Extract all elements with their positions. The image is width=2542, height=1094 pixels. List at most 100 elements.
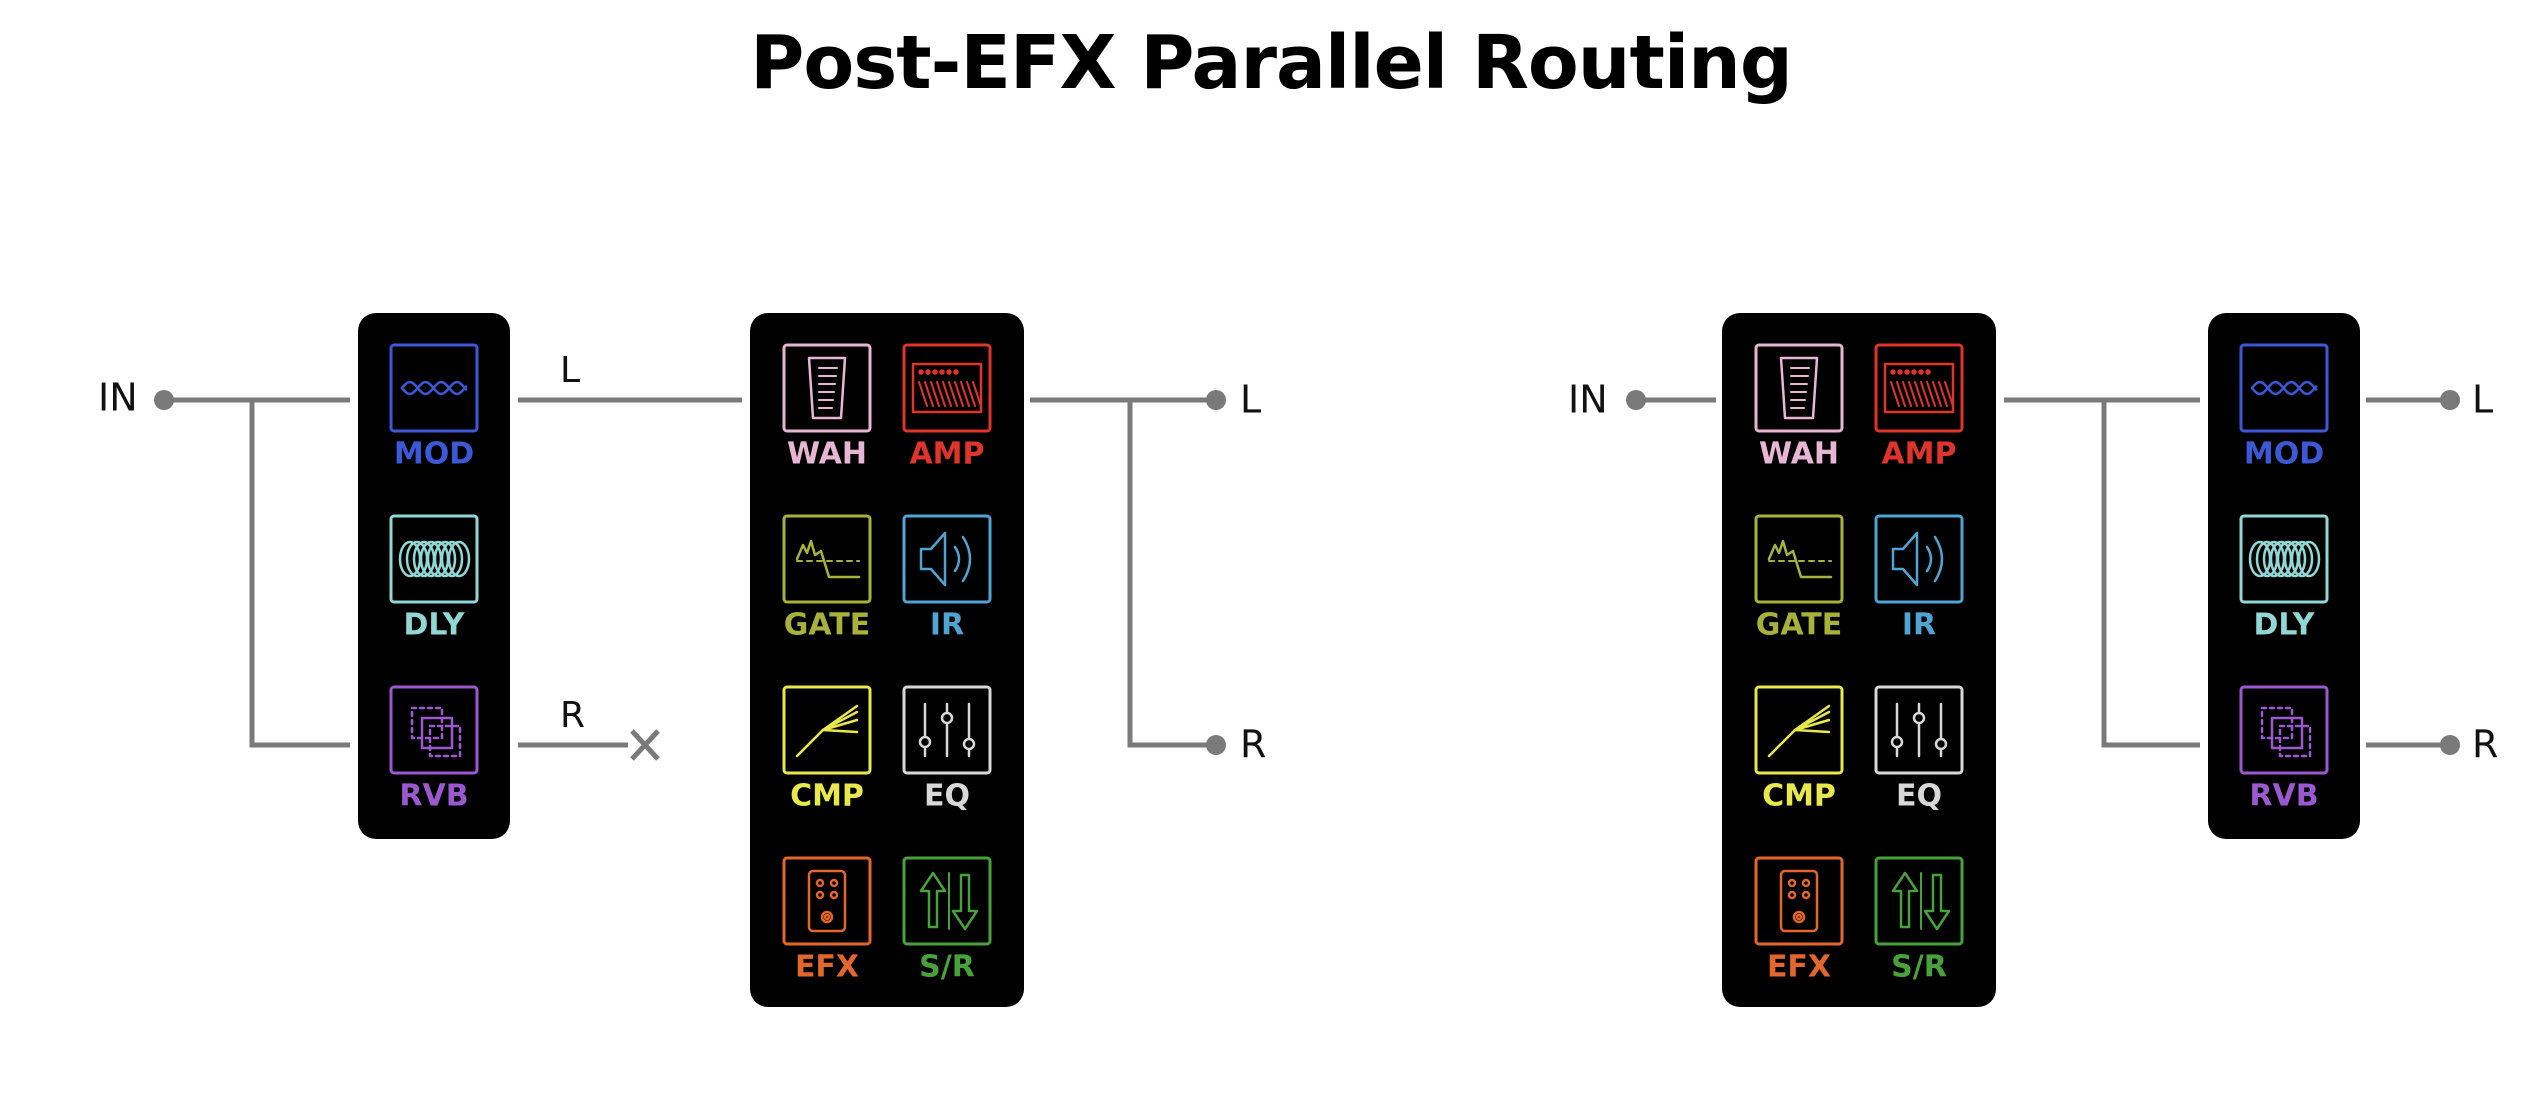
block-label: S/R xyxy=(919,950,975,985)
block-frame xyxy=(1874,514,1964,604)
processing-grid-left xyxy=(750,313,1024,1007)
block-efx[interactable]: EFX xyxy=(782,856,872,985)
block-label: CMP xyxy=(1762,779,1836,814)
block-label: RVB xyxy=(399,779,468,814)
signal-wire xyxy=(1127,400,1216,748)
block-amp[interactable]: AMP xyxy=(1874,343,1964,472)
branch-label-r: R xyxy=(560,695,585,736)
block-gate[interactable]: GATE xyxy=(1754,514,1844,643)
block-mod[interactable]: MOD xyxy=(2239,343,2329,472)
input-jack xyxy=(154,390,174,410)
block-frame xyxy=(782,343,872,433)
speaker-icon xyxy=(919,531,972,587)
compressor-curve-icon xyxy=(795,704,859,758)
processing-grid-right xyxy=(1722,313,1996,1007)
branch-label-l: L xyxy=(560,350,580,391)
block-label: MOD xyxy=(2244,437,2324,472)
block-label: RVB xyxy=(2249,779,2318,814)
block-mod[interactable]: MOD xyxy=(389,343,479,472)
block-frame xyxy=(1874,856,1964,946)
eq-sliders-icon xyxy=(918,702,976,758)
block-eq[interactable]: EQ xyxy=(1874,685,1964,814)
block-gate[interactable]: GATE xyxy=(782,514,872,643)
block-label: IR xyxy=(1902,608,1936,643)
block-label: MOD xyxy=(394,437,474,472)
compressor-curve-icon xyxy=(1767,704,1831,758)
gate-curve-icon xyxy=(1767,539,1833,579)
output-label-r: R xyxy=(2472,723,2498,767)
page-title: Post-EFX Parallel Routing xyxy=(750,20,1793,106)
block-frame xyxy=(902,856,992,946)
block-label: IR xyxy=(930,608,964,643)
amp-cabinet-icon xyxy=(911,362,983,414)
speaker-icon xyxy=(1891,531,1944,587)
mod-wave-icon xyxy=(400,380,468,396)
block-frame xyxy=(1754,856,1844,946)
block-wah[interactable]: WAH xyxy=(1754,343,1844,472)
block-frame xyxy=(1754,343,1844,433)
delay-coil-icon xyxy=(398,540,471,578)
block-label: S/R xyxy=(1891,950,1947,985)
block-label: WAH xyxy=(787,437,867,472)
signal-wire xyxy=(249,400,350,748)
signal-wire xyxy=(2101,400,2200,748)
block-label: GATE xyxy=(784,608,870,643)
block-cmp[interactable]: CMP xyxy=(782,685,872,814)
block-dly[interactable]: DLY xyxy=(2239,514,2329,643)
close-icon xyxy=(630,729,660,761)
block-frame xyxy=(782,856,872,946)
output-label-l: L xyxy=(2472,378,2493,422)
output-jack-r xyxy=(1206,735,1226,755)
output-label-l: L xyxy=(1240,378,1261,422)
block-label: CMP xyxy=(790,779,864,814)
block-frame xyxy=(2239,685,2329,775)
mod-wave-icon xyxy=(2250,380,2318,396)
block-label: AMP xyxy=(909,437,984,472)
delay-coil-icon xyxy=(2248,540,2321,578)
efx-pedal-icon xyxy=(1779,869,1819,933)
block-label: GATE xyxy=(1756,608,1842,643)
block-eq[interactable]: EQ xyxy=(902,685,992,814)
block-frame xyxy=(1754,514,1844,604)
reverb-squares-icon xyxy=(2260,706,2312,758)
input-label: IN xyxy=(98,376,138,420)
output-label-r: R xyxy=(1240,723,1266,767)
block-ir[interactable]: IR xyxy=(902,514,992,643)
block-cmp[interactable]: CMP xyxy=(1754,685,1844,814)
block-label: DLY xyxy=(403,608,465,643)
block-ir[interactable]: IR xyxy=(1874,514,1964,643)
block-sr[interactable]: S/R xyxy=(902,856,992,985)
block-label: EFX xyxy=(1767,950,1831,985)
block-label: AMP xyxy=(1881,437,1956,472)
wah-pedal-icon xyxy=(807,356,847,420)
gate-curve-icon xyxy=(795,539,861,579)
efx-pedal-icon xyxy=(807,869,847,933)
block-frame xyxy=(389,685,479,775)
block-rvb[interactable]: RVB xyxy=(2239,685,2329,814)
block-frame xyxy=(782,514,872,604)
amp-cabinet-icon xyxy=(1883,362,1955,414)
block-label: EQ xyxy=(1896,779,1942,814)
block-efx[interactable]: EFX xyxy=(1754,856,1844,985)
output-jack-r xyxy=(2440,735,2460,755)
block-wah[interactable]: WAH xyxy=(782,343,872,472)
eq-sliders-icon xyxy=(1890,702,1948,758)
input-jack xyxy=(1626,390,1646,410)
output-jack-l xyxy=(2440,390,2460,410)
block-frame xyxy=(902,343,992,433)
output-jack-l xyxy=(1206,390,1226,410)
block-sr[interactable]: S/R xyxy=(1874,856,1964,985)
block-label: EQ xyxy=(924,779,970,814)
block-dly[interactable]: DLY xyxy=(389,514,479,643)
reverb-squares-icon xyxy=(410,706,462,758)
block-rvb[interactable]: RVB xyxy=(389,685,479,814)
send-return-arrows-icon xyxy=(1891,871,1951,931)
block-label: EFX xyxy=(795,950,859,985)
block-frame xyxy=(1874,343,1964,433)
input-label: IN xyxy=(1568,378,1608,422)
send-return-arrows-icon xyxy=(919,871,979,931)
block-label: DLY xyxy=(2253,608,2315,643)
block-amp[interactable]: AMP xyxy=(902,343,992,472)
block-frame xyxy=(902,514,992,604)
